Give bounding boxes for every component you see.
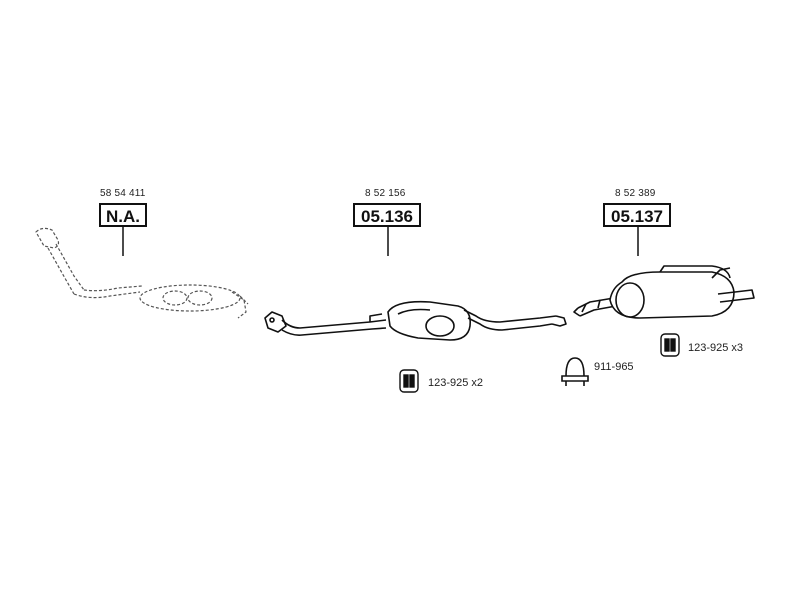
accessory-ref-hanger-x2: 123-925 x2 <box>428 377 484 389</box>
oem-number-rear-silencer: 8 52 389 <box>615 188 656 199</box>
oem-number-catalytic: 58 54 411 <box>100 188 146 199</box>
accessory-ref-hanger-x3: 123-925 x3 <box>688 342 744 354</box>
rear-silencer-drawing <box>573 265 755 319</box>
part-code-rear-silencer[interactable]: 05.137 <box>603 203 671 227</box>
front-pipe-catalytic-drawing <box>35 227 249 319</box>
part-code-catalytic[interactable]: N.A. <box>99 203 147 227</box>
accessory-ref-clamp: 911-965 <box>594 361 634 373</box>
rubber-hanger-icon <box>660 333 680 357</box>
middle-silencer-drawing <box>264 300 567 341</box>
part-code-middle-silencer[interactable]: 05.136 <box>353 203 421 227</box>
rubber-hanger-icon <box>399 369 419 393</box>
oem-number-middle-silencer: 8 52 156 <box>365 188 406 199</box>
pipe-clamp-icon <box>561 357 589 386</box>
